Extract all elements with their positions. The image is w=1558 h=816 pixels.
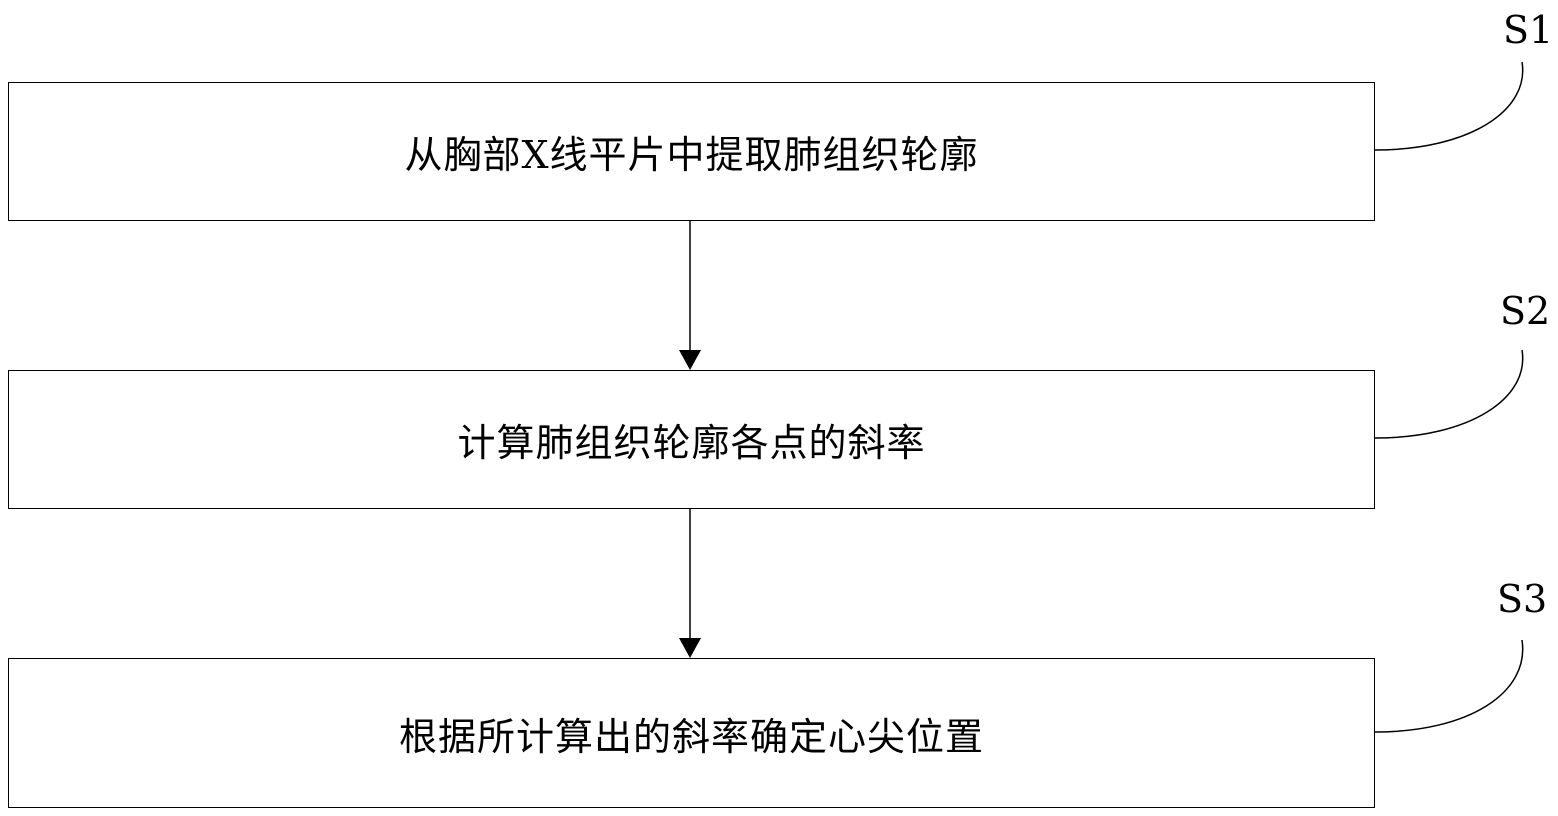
step-label-s1: S1 bbox=[1503, 8, 1554, 52]
flow-arrow-1-2-head bbox=[679, 350, 701, 370]
step-text-s2: 计算肺组织轮廓各点的斜率 bbox=[457, 421, 926, 465]
step-text-s3: 根据所计算出的斜率确定心尖位置 bbox=[398, 714, 984, 759]
step-label-s3: S3 bbox=[1497, 577, 1548, 621]
leader-curve-s1 bbox=[1374, 61, 1524, 151]
step-box-s2: 计算肺组织轮廓各点的斜率 bbox=[8, 370, 1375, 509]
step-box-s1: 从胸部X线平片中提取肺组织轮廓 bbox=[8, 82, 1375, 221]
flow-arrow-2-3-head bbox=[679, 638, 701, 658]
leader-curve-s2 bbox=[1374, 349, 1524, 439]
leader-curve-s3 bbox=[1374, 639, 1524, 733]
step-box-s3: 根据所计算出的斜率确定心尖位置 bbox=[8, 658, 1375, 808]
step-text-s1: 从胸部X线平片中提取肺组织轮廓 bbox=[404, 133, 979, 177]
step-label-s2: S2 bbox=[1500, 289, 1551, 333]
